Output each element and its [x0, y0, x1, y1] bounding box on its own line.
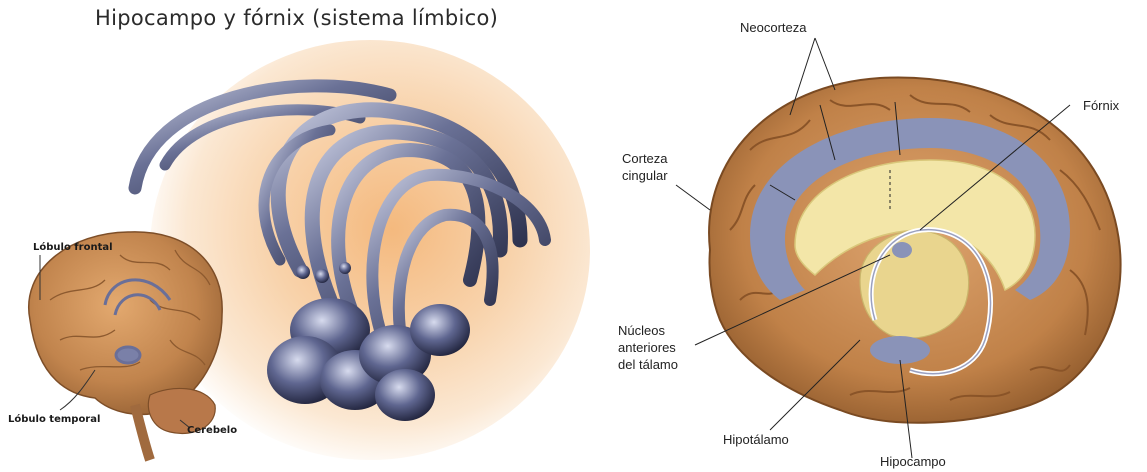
fornix-hippocampus-illustration: [0, 0, 590, 472]
label-cerebelo: Cerebelo: [187, 425, 237, 436]
nucleos-anteriores-region: [892, 242, 912, 258]
label-nucleos-anteriores: Núcleos anteriores del tálamo: [618, 322, 678, 373]
label-hipotalamo: Hipotálamo: [723, 432, 789, 447]
label-lobulo-temporal: Lóbulo temporal: [8, 414, 100, 425]
right-illustration-panel: Neocorteza Fórnix Corteza cingular Núcle…: [590, 0, 1147, 472]
hippocampus-lobe-6: [410, 304, 470, 356]
label-fornix: Fórnix: [1083, 98, 1119, 113]
mammillary-body-1: [296, 265, 310, 279]
left-illustration-panel: Hipocampo y fórnix (sistema límbico): [0, 0, 590, 472]
leader-corteza-cingular: [676, 185, 710, 210]
label-neocorteza: Neocorteza: [740, 20, 806, 35]
mammillary-body-2: [315, 269, 329, 283]
leader-neocorteza-2: [815, 38, 835, 90]
talamo-region: [860, 231, 969, 339]
mammillary-body-3: [339, 262, 351, 274]
label-hipocampo: Hipocampo: [880, 454, 946, 469]
label-lobulo-frontal: Lóbulo frontal: [33, 242, 113, 253]
label-corteza-cingular: Corteza cingular: [622, 150, 668, 184]
hippocampus-lobe-5: [375, 369, 435, 421]
hipocampo-region: [870, 336, 930, 364]
brain-sagittal-illustration: [590, 0, 1147, 472]
